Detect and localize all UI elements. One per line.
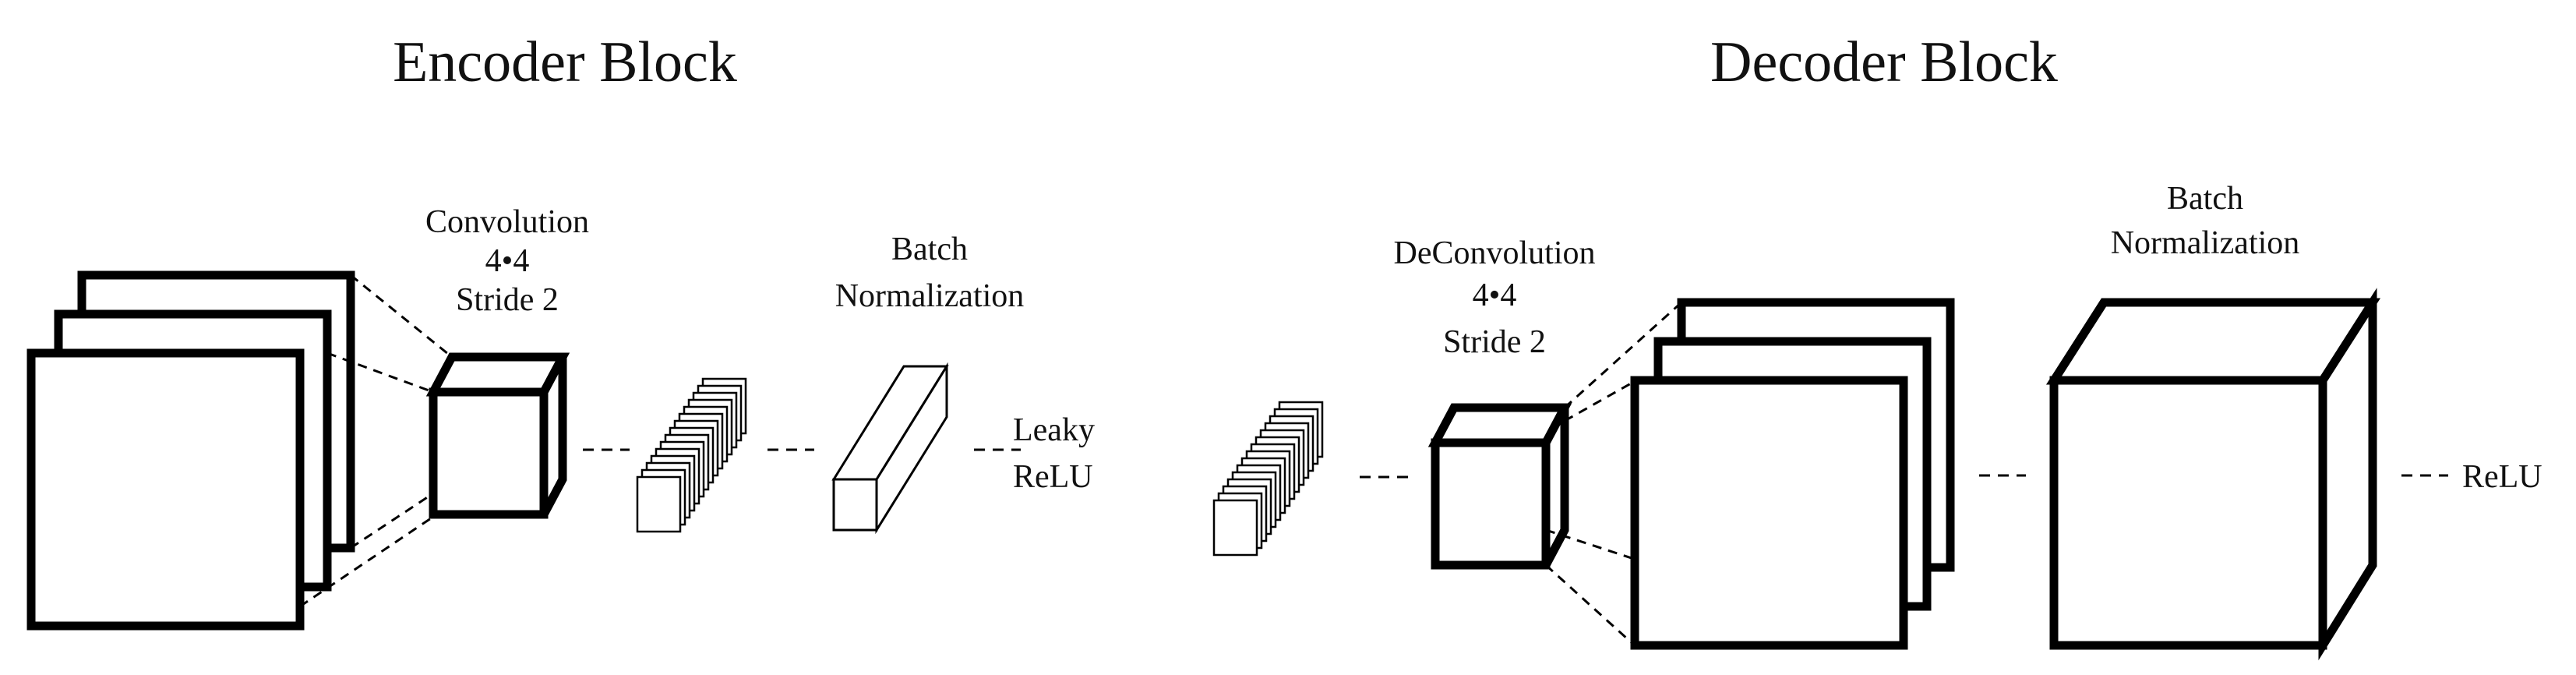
encoder-stack-slice [636,475,682,533]
encoder-conv-kernel-cube [425,352,570,519]
decoder-batchnorm-cube [2045,288,2381,661]
decoder-activation-label: ReLU [2462,459,2542,495]
encoder-title: Encoder Block [393,30,737,94]
decoder-batchnorm-label: Batch Normalization [2111,181,2300,261]
svg-text:Batch: Batch [891,231,968,267]
decoder-deconv-kernel-cube [1427,403,1572,570]
encoder-feature-stack [636,377,747,533]
svg-text:Normalization: Normalization [2111,225,2300,261]
decoder-input-stack [1212,401,1324,557]
svg-text:DeConvolution: DeConvolution [1394,235,1596,271]
svg-text:Leaky: Leaky [1013,412,1095,448]
svg-text:Normalization: Normalization [835,278,1025,314]
svg-text:Convolution: Convolution [425,204,589,240]
encoder-projection-lines [299,274,453,608]
encoder-batchnorm-prism [831,362,949,535]
svg-text:4•4: 4•4 [485,243,530,279]
svg-text:ReLU: ReLU [1013,459,1093,495]
encoder-input-feature-maps [26,270,355,631]
decoder-title: Decoder Block [1710,30,2058,94]
svg-text:Batch: Batch [2167,181,2243,217]
svg-text:Stride 2: Stride 2 [456,282,559,318]
encoder-activation-label: Leaky ReLU [1013,412,1095,495]
encoder-batchnorm-label: Batch Normalization [835,231,1025,314]
decoder-deconv-label: DeConvolution 4•4 Stride 2 [1394,235,1596,360]
decoder-projection-lines [1544,301,1683,648]
encoder-conv-label: Convolution 4•4 Stride 2 [425,204,589,318]
svg-text:4•4: 4•4 [1473,277,1517,313]
decoder-stack-slice [1212,499,1258,557]
svg-text:Stride 2: Stride 2 [1443,324,1546,360]
decoder-output-feature-maps [1630,298,1955,650]
